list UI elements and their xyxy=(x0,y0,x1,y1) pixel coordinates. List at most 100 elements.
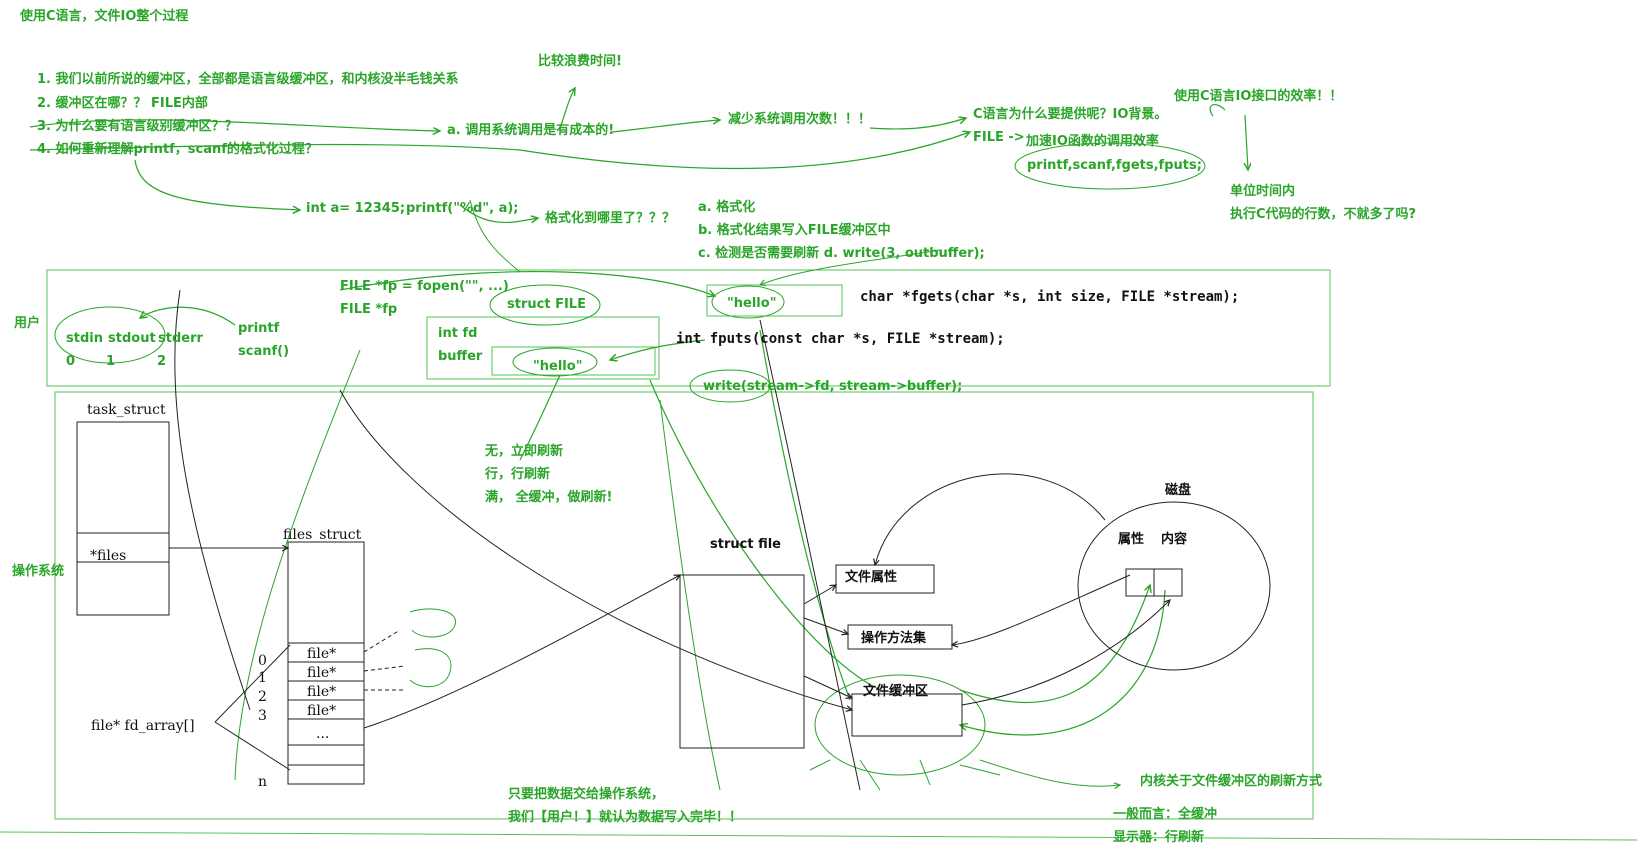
fd-entry-1: file* xyxy=(307,665,337,681)
step-b: b. 格式化结果写入FILE缓冲区中 xyxy=(698,223,891,238)
disk-content-cell xyxy=(1153,568,1183,597)
question-2: 2. 缓冲区在哪？？ FILE内部 xyxy=(37,96,208,111)
arrow-sf-to-ops xyxy=(803,617,848,634)
fd-array-brace xyxy=(214,644,291,771)
arrow-fd3-to-struct-file xyxy=(363,575,680,729)
fd-index-0: 0 xyxy=(258,653,267,669)
fd-entry-2: file* xyxy=(307,684,337,700)
bottom-divider xyxy=(0,831,1637,841)
arrow-printf-to-stdout xyxy=(140,306,236,326)
arrow-efficiency-up xyxy=(1209,104,1226,117)
circle-hello-buf xyxy=(512,347,598,377)
arrow-fd1 xyxy=(363,665,406,672)
curve-to-kernel-flush xyxy=(979,759,1120,786)
note-speed-up: 加速IO函数的调用效率 xyxy=(1026,134,1159,149)
curve-left-black xyxy=(174,289,251,711)
user-layer-frame xyxy=(46,269,1331,387)
scribble-bottom xyxy=(809,759,1001,791)
arrow-attr-to-ops xyxy=(952,574,1131,645)
struct-file-box xyxy=(426,316,660,380)
stream-stderr: stderr xyxy=(158,331,203,346)
files-struct-label: files_struct xyxy=(283,527,362,543)
disk-attr-label: 属性 xyxy=(1118,532,1145,547)
ops-box xyxy=(847,624,953,650)
hello-top-box xyxy=(706,284,843,317)
question-1: 1. 我们以前所说的缓冲区，全部都是语言级缓冲区，和内核没半毛钱关系 xyxy=(37,72,459,87)
arrow-sf-to-attr xyxy=(803,585,836,605)
fd-index-3: 3 xyxy=(258,708,267,724)
note-where-format: 格式化到哪里了？？？ xyxy=(545,211,676,226)
arrow-q4-to-inta xyxy=(134,159,300,210)
note-reduce-calls: 减少系统调用次数！！！ xyxy=(728,112,872,127)
curve-left-long xyxy=(234,349,361,781)
label-scanf: scanf() xyxy=(238,344,290,359)
label-printf: printf xyxy=(238,321,280,336)
kernel-flush-general: 一般而言：全缓冲 xyxy=(1113,807,1218,822)
files-ptr-label: *files xyxy=(90,548,127,564)
hello-top: "hello" xyxy=(727,296,777,311)
fd-entry-more: ... xyxy=(316,726,330,742)
step-a: a. 格式化 xyxy=(698,200,756,215)
fd-index-n: n xyxy=(258,774,268,790)
file-attr-box xyxy=(835,564,935,594)
arrow-fd0 xyxy=(363,629,401,653)
task-struct-box xyxy=(76,421,170,616)
arrow-up-waste xyxy=(559,88,575,129)
arrow-fopen-sweep xyxy=(339,271,715,296)
curve-user-to-kbuf-1 xyxy=(649,379,881,691)
page-title: 使用C语言，文件IO整个过程 xyxy=(20,9,189,24)
arrow-buffer-to-policy xyxy=(519,374,561,461)
note-per-time: 单位时间内 xyxy=(1230,184,1296,199)
fd-entry-0: file* xyxy=(307,646,337,662)
circle-hello-top xyxy=(711,285,785,319)
stream-stdin: stdin xyxy=(66,331,103,346)
disk-attr-cell xyxy=(1125,568,1155,597)
handoff-line-1: 只要把数据交给操作系统， xyxy=(508,787,665,802)
disk-circle xyxy=(1077,501,1271,671)
curve-user-to-kbuf-3 xyxy=(659,399,721,791)
fd-num-2: 2 xyxy=(157,354,167,369)
file-attr-label: 文件属性 xyxy=(845,570,898,585)
user-layer-label: 用户 xyxy=(14,316,41,331)
circle-kbuf xyxy=(814,674,986,776)
arrow-printf-to-where xyxy=(459,204,538,222)
arrow-q1-underline xyxy=(29,132,970,170)
arrow-steps-to-hello xyxy=(760,249,941,285)
fd-array-label: file* fd_array[] xyxy=(91,718,195,734)
os-layer-frame xyxy=(54,391,1314,820)
scribble-2 xyxy=(409,648,452,688)
kernel-flush-display: 显示器：行刷新 xyxy=(1113,830,1205,845)
kbuf-box xyxy=(851,693,963,737)
note-efficiency: 使用C语言IO接口的效率！！ xyxy=(1174,89,1343,104)
fd-index-2: 2 xyxy=(258,689,267,705)
arrow-efficiency-down xyxy=(1245,114,1248,170)
hello-buffer: "hello" xyxy=(533,359,583,374)
kernel-struct-file-label: struct file xyxy=(710,537,781,552)
curve-hello-down xyxy=(759,319,861,791)
struct-file-label: struct FILE xyxy=(507,297,586,312)
kernel-struct-file-box xyxy=(679,574,805,749)
kbuf-label: 文件缓冲区 xyxy=(863,684,929,699)
arrow-cost-to-reduce xyxy=(611,120,720,133)
note-why-provide: C语言为什么要提供呢？IO背景。 xyxy=(973,107,1168,122)
flush-line: 行，行刷新 xyxy=(485,467,551,482)
ops-label: 操作方法集 xyxy=(861,631,927,646)
fgets-prototype: char *fgets(char *s, int size, FILE *str… xyxy=(860,289,1240,305)
files-struct-box xyxy=(287,541,365,785)
handoff-line-2: 我们【用户！】就认为数据写入完毕！！ xyxy=(508,810,743,825)
arrow-kbuf-to-disk xyxy=(961,600,1170,706)
fd-index-1: 1 xyxy=(258,670,267,686)
fd-num-1: 1 xyxy=(106,354,116,369)
fd-entry-3: file* xyxy=(307,703,337,719)
circle-struct-file xyxy=(489,284,601,326)
arrow-reduce-to-why xyxy=(869,118,966,130)
scribble-1 xyxy=(409,608,456,638)
arrow-disk-to-attr xyxy=(875,473,1106,565)
note-syscall-cost: a. 调用系统调用是有成本的! xyxy=(447,123,615,138)
arrow-sf-to-kbuf xyxy=(803,675,852,698)
arrow-fputs-to-buffer xyxy=(610,339,706,360)
curve-disk-kbuf xyxy=(960,589,1166,736)
circle-stdin-stdout xyxy=(54,306,166,364)
arrow-format-down xyxy=(469,199,521,273)
circle-funcs xyxy=(1014,142,1206,190)
